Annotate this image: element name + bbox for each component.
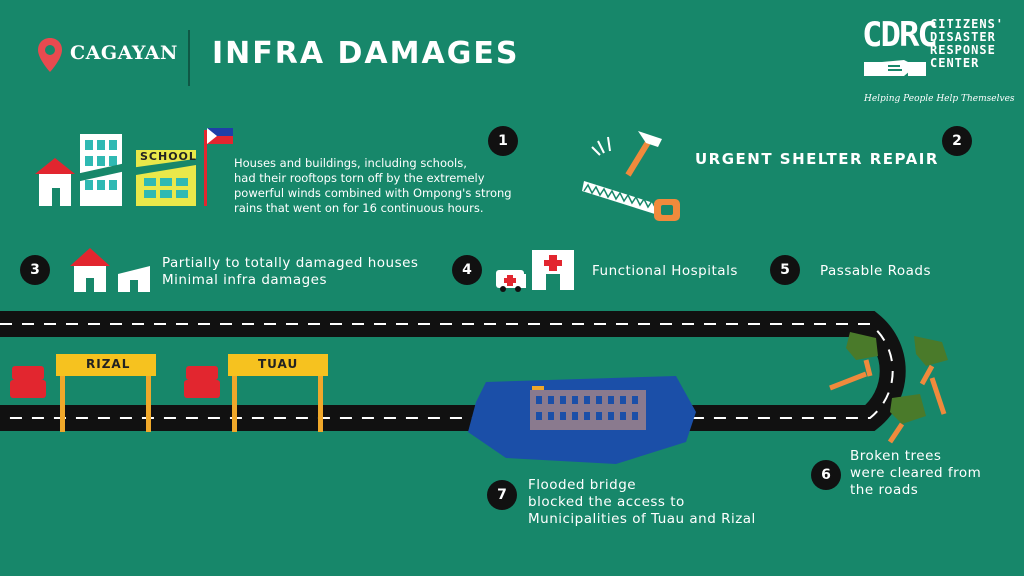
item-5-number: 5: [770, 255, 800, 285]
broken-trees-icon: [826, 332, 966, 448]
hospital-icon: [496, 248, 580, 296]
tools-illustration: [580, 125, 690, 229]
item-2-text: URGENT SHELTER REPAIR: [695, 150, 939, 168]
header-divider: [188, 30, 190, 86]
handshake-icon: [864, 56, 926, 86]
item-3-line: Minimal infra damages: [162, 272, 328, 288]
item-7-text: Flooded bridge blocked the access to Mun…: [528, 477, 756, 528]
flooded-bridge-icon: [466, 372, 706, 472]
school-sign: SCHOOL: [140, 150, 197, 163]
item-4-number: 4: [452, 255, 482, 285]
item-4-text: Functional Hospitals: [592, 263, 738, 279]
item-5-text: Passable Roads: [820, 263, 931, 279]
barrier-icon: [184, 366, 220, 404]
road-illustration: [0, 300, 1024, 454]
item-6-number: 6: [811, 460, 841, 490]
location-pin-icon: [38, 38, 62, 76]
item-1-number: 1: [488, 126, 518, 156]
tuau-gate: [228, 354, 328, 438]
item-7-number: 7: [487, 480, 517, 510]
location-label: CAGAYAN: [70, 42, 178, 64]
item-6-line: were cleared from: [850, 465, 982, 481]
logo-line-2: DISASTER: [930, 30, 996, 44]
damaged-buildings-illustration: [30, 122, 240, 216]
damaged-houses-icon: [66, 244, 156, 296]
item-7-line: blocked the access to: [528, 494, 685, 510]
cdrc-logo: CDRC CITIZENS' DISASTER RESPONSE CENTER …: [862, 15, 1015, 108]
item-7-line: Flooded bridge: [528, 477, 637, 493]
item-3-text: Partially to totally damaged houses Mini…: [162, 255, 418, 289]
item-1-line: rains that went on for 16 continuous hou…: [234, 201, 484, 215]
logo-line-3: RESPONSE: [930, 43, 996, 57]
item-2-number: 2: [942, 126, 972, 156]
item-3-number: 3: [20, 255, 50, 285]
item-1-text: Houses and buildings, including schools,…: [234, 156, 514, 216]
logo-line-4: CENTER: [930, 56, 980, 70]
item-1-line: Houses and buildings, including schools,: [234, 156, 467, 170]
item-6-line: the roads: [850, 482, 919, 498]
logo-line-1: CITIZENS': [930, 17, 1005, 31]
logo-tagline: Helping People Help Themselves: [864, 94, 1015, 104]
item-6-text: Broken trees were cleared from the roads: [850, 448, 981, 499]
item-7-line: Municipalities of Tuau and Rizal: [528, 511, 756, 527]
item-6-line: Broken trees: [850, 448, 942, 464]
item-1-line: had their rooftops torn off by the extre…: [234, 171, 485, 185]
barrier-icon: [10, 366, 46, 404]
item-1-line: powerful winds combined with Ompong's st…: [234, 186, 512, 200]
tuau-sign-label: TUAU: [258, 357, 299, 371]
rizal-gate: [56, 354, 156, 438]
rizal-sign-label: RIZAL: [86, 357, 131, 371]
logo-abbr: CDRC: [862, 15, 938, 55]
page-title: INFRA DAMAGES: [212, 36, 520, 71]
item-3-line: Partially to totally damaged houses: [162, 255, 419, 271]
